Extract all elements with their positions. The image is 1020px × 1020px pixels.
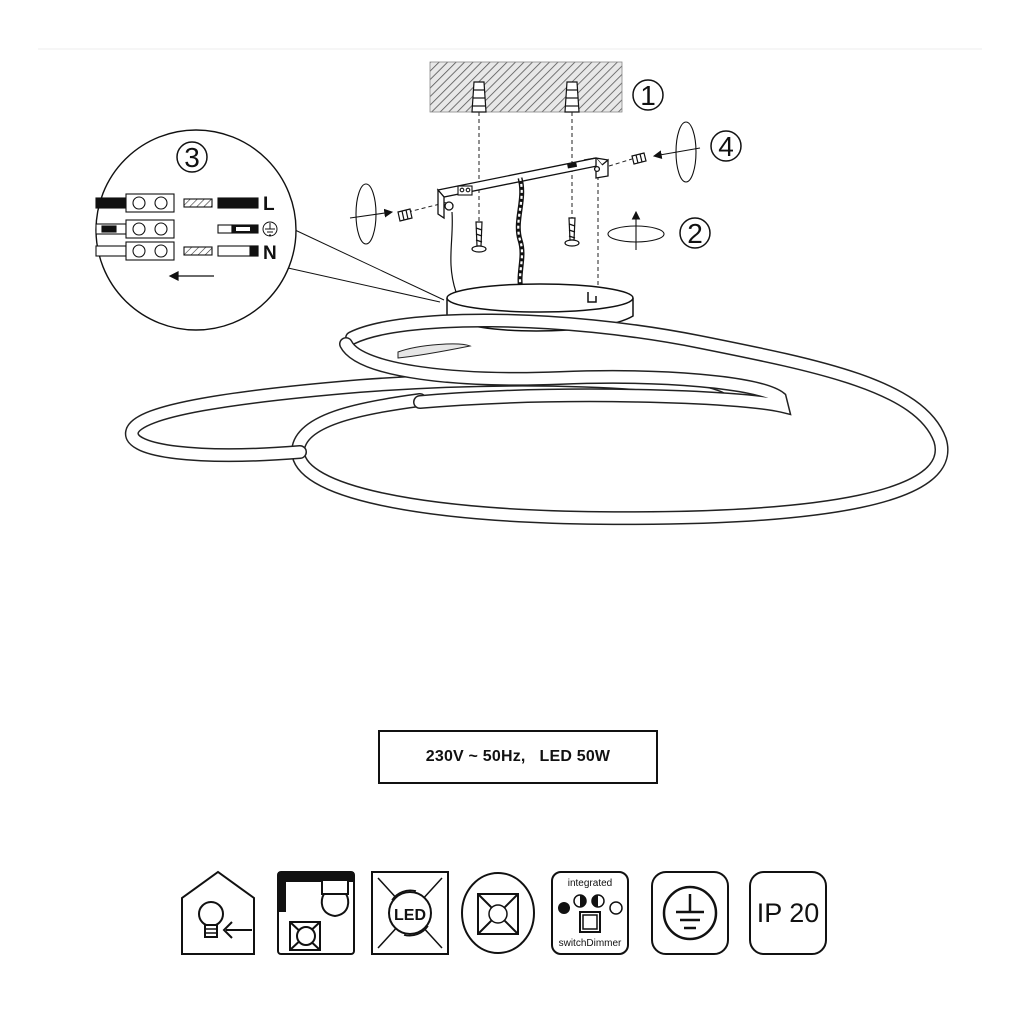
earth-ground-icon xyxy=(651,871,729,955)
step-1-callout: 1 xyxy=(632,79,664,111)
screw-right xyxy=(564,217,580,247)
wire-row-neutral xyxy=(95,241,259,261)
integrated-switch-dimmer-symbol: integrated switchDimmer xyxy=(550,870,630,956)
step-2-number: 2 xyxy=(687,218,703,249)
led-non-replaceable-symbol: LED xyxy=(370,870,450,956)
side-screw-left xyxy=(397,208,413,222)
no-insulation-cover-symbol xyxy=(458,870,538,956)
led-crossed-icon: LED xyxy=(371,871,449,955)
installation-diagram: 1 xyxy=(38,48,982,526)
wall-plug-right xyxy=(564,81,580,113)
lamp-ring-front xyxy=(339,337,792,416)
step-4-callout: 4 xyxy=(710,130,742,162)
led-label: LED xyxy=(394,907,426,924)
wiring-inset: L N 3 xyxy=(95,129,297,331)
rotation-arrow-up xyxy=(607,210,665,250)
step-3-callout: 3 xyxy=(176,141,208,173)
no-cover-icon xyxy=(461,872,535,954)
symbol-row: LED integrated switchDimmer xyxy=(178,870,838,960)
wire-label-neutral: N xyxy=(263,243,277,264)
wire-row-live xyxy=(95,193,259,213)
wall-plug-left xyxy=(471,81,487,113)
rotation-arrow-left xyxy=(349,183,394,245)
step-4-number: 4 xyxy=(718,131,734,162)
switch-dimmer-icon: integrated switchDimmer xyxy=(551,871,629,955)
ip-rating-symbol: IP 20 xyxy=(748,870,828,956)
wire-row-earth xyxy=(95,219,259,239)
ip-rating-label: IP 20 xyxy=(757,898,820,928)
non-replaceable-bulb-symbol xyxy=(276,870,356,956)
step-2-callout: 2 xyxy=(679,217,711,249)
bracket-terminal xyxy=(457,185,473,196)
ceiling xyxy=(429,61,623,113)
switch-dimmer-label: switchDimmer xyxy=(559,938,622,949)
side-screw-right xyxy=(631,152,647,165)
bulb-fixed-icon xyxy=(277,871,355,955)
rotation-arrow-right xyxy=(652,121,701,183)
screw-left xyxy=(471,221,487,253)
wire-label-live: L xyxy=(263,194,275,215)
lamp-ring-back xyxy=(290,313,949,526)
step-3-number: 3 xyxy=(184,142,200,173)
electrical-spec-box: 230V ~ 50Hz, LED 50W xyxy=(378,730,658,784)
mounting-bracket xyxy=(436,157,609,220)
house-bulb-icon xyxy=(181,870,255,955)
step-1-number: 1 xyxy=(640,80,656,111)
replaceable-bulb-symbol xyxy=(178,870,258,956)
zoom-lines xyxy=(287,229,445,303)
integrated-label: integrated xyxy=(568,878,612,889)
ip-rating-icon: IP 20 xyxy=(749,871,827,955)
insert-direction-arrow xyxy=(168,271,214,281)
earth-symbol-icon xyxy=(262,221,278,237)
cables xyxy=(450,177,525,293)
protection-class-symbol xyxy=(650,870,730,956)
lamp-inner-shadow xyxy=(397,343,472,359)
